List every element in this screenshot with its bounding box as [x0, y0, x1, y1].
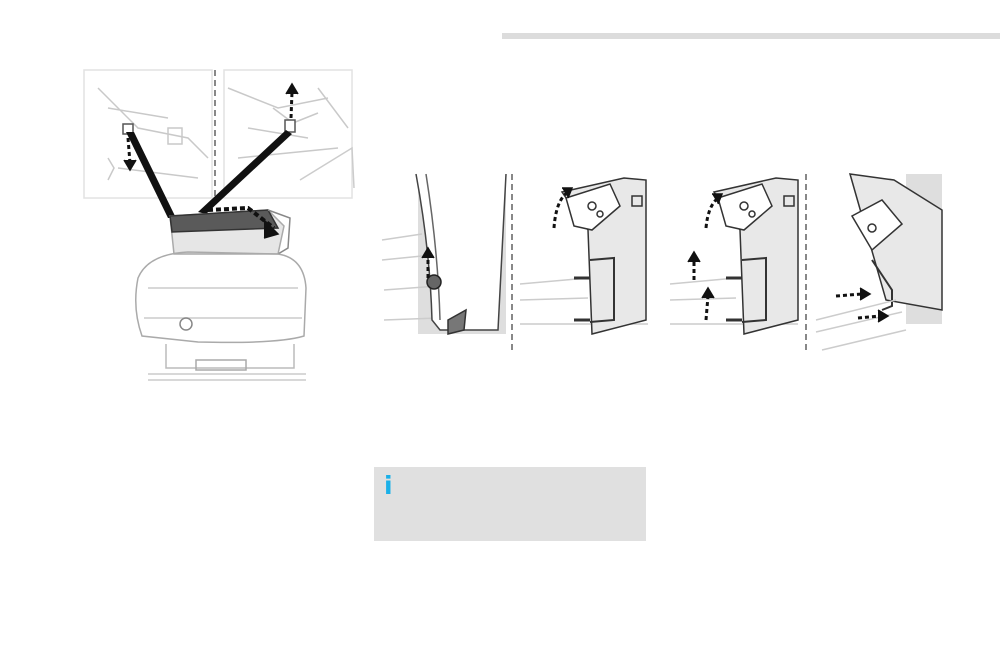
- info-box: i: [374, 467, 646, 541]
- header-rule: [502, 33, 1000, 39]
- seat-removal-illustration: [78, 68, 358, 384]
- rail-unlock-illustration: [378, 170, 650, 354]
- info-icon: i: [384, 471, 393, 500]
- rail-lock-illustration: [666, 170, 944, 354]
